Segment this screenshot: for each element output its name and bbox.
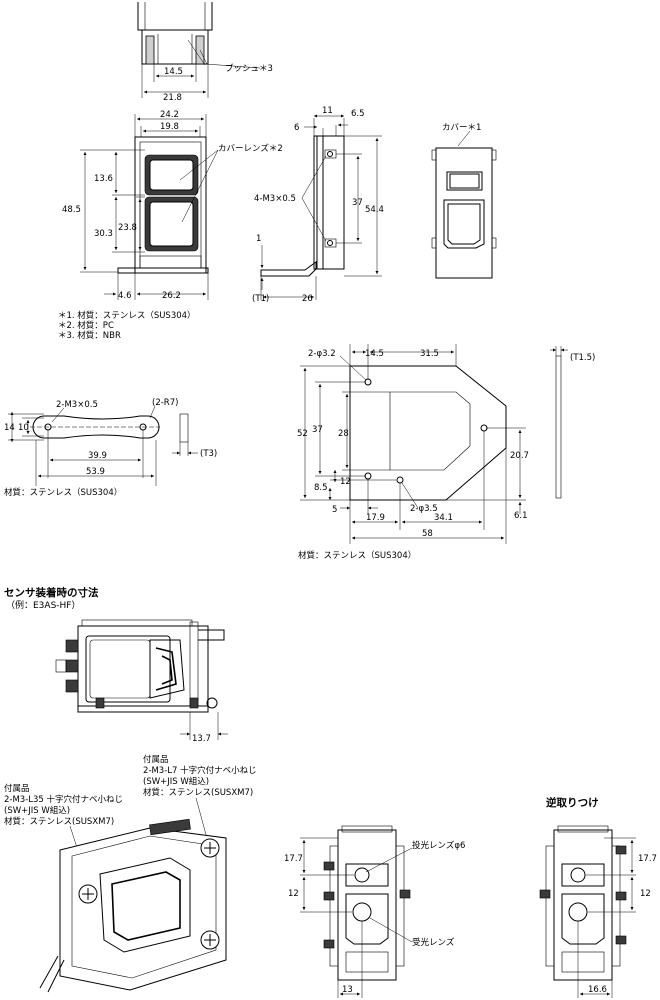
dim-4-6: 4.6 <box>118 291 132 301</box>
dim-6-5: 6.5 <box>351 109 365 119</box>
dim-58: 58 <box>422 529 433 539</box>
dim-28: 28 <box>338 429 349 439</box>
radius-label: (2-R7) <box>152 398 178 408</box>
acc2-line1: 付属品 <box>4 783 30 794</box>
dim-5: 5 <box>332 505 337 515</box>
dim-1: 1 <box>256 234 261 244</box>
dim-10: 10 <box>18 423 29 433</box>
isometric-view <box>39 818 227 993</box>
dim-37-large: 37 <box>312 425 323 435</box>
plate-large: 2-φ3.2 14.5 31.5 52 37 28 12 8.5 5 2-φ3.… <box>297 344 595 561</box>
dim-14: 14 <box>4 423 15 433</box>
material-notes: ＊1. 材質：ステンレス（SUS304） ＊2. 材質：PC ＊3. 材質：NB… <box>58 310 196 341</box>
dim-t1-5: (T1.5) <box>570 353 595 363</box>
dim-16-6: 16.6 <box>588 985 607 995</box>
dim-30-3: 30.3 <box>94 229 113 239</box>
dim-31-5: 31.5 <box>420 349 439 359</box>
dim-12-rev: 12 <box>640 889 651 899</box>
plate-small: 2-M3×0.5 (2-R7) 14 10 39.9 53.9 (T3) 材質：… <box>4 398 217 498</box>
dim-21-8: 21.8 <box>163 93 182 103</box>
phi-3-5: 2-φ3.5 <box>410 504 438 514</box>
acc1-line4: 材質：ステンレス(SUSXM7) <box>143 787 253 798</box>
dim-48-5: 48.5 <box>62 205 81 215</box>
dim-24-2: 24.2 <box>160 110 179 120</box>
top-view: 14.5 21.8 ブッシュ＊3 <box>137 2 273 103</box>
dim-13-6: 13.6 <box>94 174 113 184</box>
dim-20-7: 20.7 <box>510 451 529 461</box>
dim-14-5-large: 14.5 <box>365 349 384 359</box>
side-view: 11 6.5 6 37 54.4 1 (T1) 26 4-M3×0.5 <box>252 106 384 304</box>
dim-52: 52 <box>297 429 308 439</box>
dim-17-9: 17.9 <box>366 513 385 523</box>
mount-example: （例：E3AS-HF） <box>6 599 80 611</box>
dim-t1: (T1) <box>252 294 269 304</box>
dim-12-lens: 12 <box>288 889 299 899</box>
dim-12: 12 <box>340 477 351 487</box>
dim-23-8: 23.8 <box>118 223 137 233</box>
dim-54-4: 54.4 <box>365 205 384 215</box>
dim-13: 13 <box>342 985 353 995</box>
dim-34-1: 34.1 <box>434 513 453 523</box>
note-2: ＊2. 材質：PC <box>58 320 114 331</box>
dim-14-5: 14.5 <box>164 67 183 77</box>
hole-label-2m3: 2-M3×0.5 <box>56 400 98 410</box>
dim-37: 37 <box>352 198 363 208</box>
dim-26-2: 26.2 <box>162 291 181 301</box>
cover-label: カバー＊1 <box>442 123 481 133</box>
acc1-line3: (SW+JIS W組込) <box>143 776 209 787</box>
reverse-view: 逆取りつけ 17.7 12 16.6 <box>539 796 657 998</box>
reverse-title: 逆取りつけ <box>546 796 599 809</box>
front-view: 24.2 19.8 48.5 13.6 30.3 23.8 4.6 26.2 カ… <box>62 110 283 301</box>
mount-title: センサ装着時の寸法 <box>4 586 99 599</box>
plate-small-material: 材質：ステンレス（SUS304） <box>4 487 122 498</box>
dim-17-7-rev: 17.7 <box>638 854 657 864</box>
acc2-line4: 材質：ステンレス(SUSXM7) <box>4 816 114 827</box>
note-3: ＊3. 材質：NBR <box>58 330 121 341</box>
dim-19-8: 19.8 <box>160 122 179 132</box>
dim-13-7: 13.7 <box>192 734 211 744</box>
dim-6-1: 6.1 <box>514 511 528 521</box>
dim-53-9: 53.9 <box>86 467 105 477</box>
acc1-line2: 2-M3-L7 十字穴付ナベ小ねじ <box>143 765 257 776</box>
cover-lens-label: カバーレンズ＊2 <box>218 143 283 154</box>
note-1: ＊1. 材質：ステンレス（SUS304） <box>58 310 196 321</box>
phi-3-2: 2-φ3.2 <box>308 349 336 359</box>
dim-8-5: 8.5 <box>314 483 328 493</box>
cover-view: カバー＊1 <box>431 123 497 279</box>
hole-label-4m3: 4-M3×0.5 <box>254 194 296 204</box>
acc1-line1: 付属品 <box>143 754 169 765</box>
dim-t3: (T3) <box>200 449 217 459</box>
mount-section: センサ装着時の寸法 （例：E3AS-HF） 13.7 <box>4 586 228 744</box>
recv-lens-label: 受光レンズ <box>412 937 455 948</box>
dim-39-9: 39.9 <box>88 451 107 461</box>
dim-6: 6 <box>294 123 299 133</box>
bush-label: ブッシュ＊3 <box>225 63 273 74</box>
acc2-line3: (SW+JIS W組込) <box>4 805 70 816</box>
dim-26: 26 <box>302 294 313 304</box>
accessory-notes: 付属品 2-M3-L7 十字穴付ナベ小ねじ (SW+JIS W組込) 材質：ステ… <box>4 754 257 889</box>
plate-large-material: 材質：ステンレス（SUS304） <box>298 550 416 561</box>
emit-lens-label: 投光レンズφ6 <box>412 840 465 851</box>
acc2-line2: 2-M3-L35 十字穴付ナベ小ねじ <box>4 794 123 805</box>
dim-17-7-lens: 17.7 <box>284 854 303 864</box>
lens-view: 17.7 12 13 投光レンズφ6 受光レンズ <box>284 825 465 998</box>
dim-11: 11 <box>322 106 333 116</box>
